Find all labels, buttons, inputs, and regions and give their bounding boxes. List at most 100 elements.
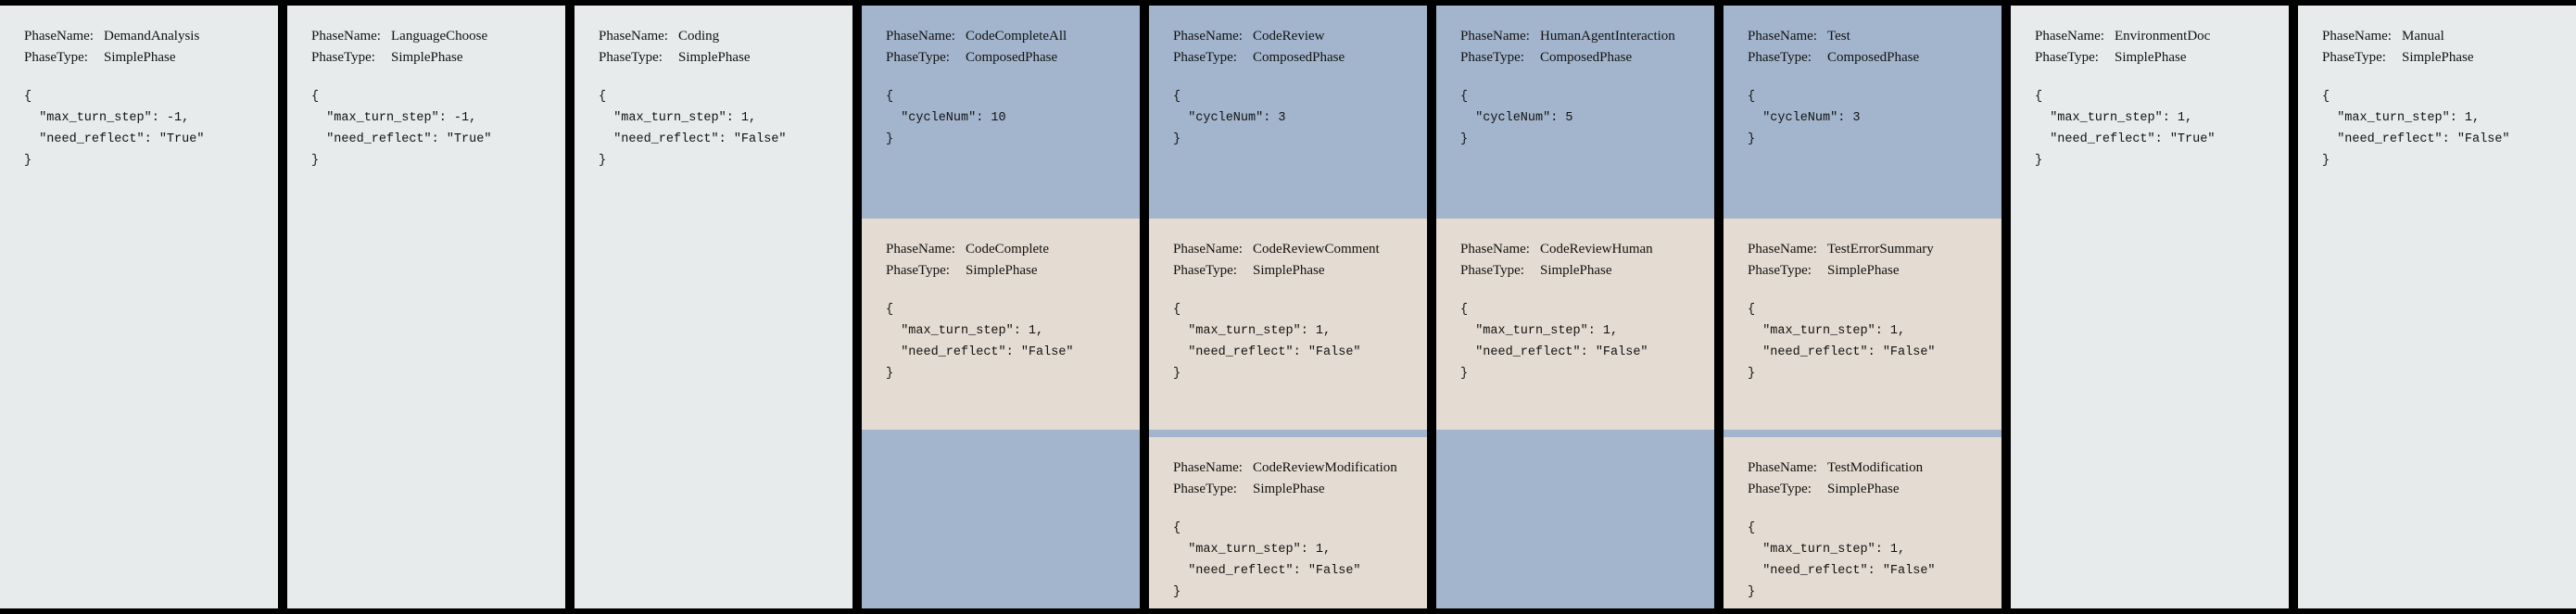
- phase-config-json: { "max_turn_step": 1, "need_reflect": "F…: [886, 302, 1074, 382]
- meta-row: PhaseType: SimplePhase: [24, 47, 254, 69]
- phase-config-json: { "cycleNum": 3 }: [1173, 89, 1286, 146]
- meta-row: PhaseType: SimplePhase: [1748, 260, 1977, 282]
- phase-name-label: PhaseName:: [1173, 29, 1243, 44]
- phase-name-value: CodeReviewComment: [1253, 242, 1380, 257]
- meta-row: PhaseName:Test: [1748, 26, 1977, 47]
- phase-name-value: CodeCompleteAll: [966, 29, 1067, 44]
- phase-config-json: { "max_turn_step": 1, "need_reflect": "F…: [1748, 520, 1936, 600]
- phase-type-label: PhaseType:: [1173, 482, 1237, 497]
- phase-type-value: SimplePhase: [966, 263, 1038, 279]
- meta-row: PhaseName: HumanAgentInteraction: [1460, 26, 1690, 47]
- phase-type-label: PhaseType:: [1460, 263, 1524, 279]
- phase-name-value: TestModification: [1827, 460, 1924, 475]
- phase-name-value: DemandAnalysis: [104, 29, 200, 44]
- meta-row: PhaseType:SimplePhase: [2322, 47, 2552, 69]
- phase-name-label: PhaseName:: [886, 242, 955, 257]
- meta-row: PhaseName:Manual: [2322, 26, 2552, 47]
- phase-name-label: PhaseName:: [1460, 29, 1530, 44]
- meta-row: PhaseName:CodeReviewComment: [1173, 239, 1403, 260]
- meta-row: PhaseName: EnvironmentDoc: [2035, 26, 2265, 47]
- phase-name-value: Manual: [2402, 29, 2444, 44]
- phase-type-value: SimplePhase: [1253, 263, 1325, 279]
- phase-type-value: SimplePhase: [104, 50, 176, 66]
- phase-name-label: PhaseName:: [1748, 242, 1817, 257]
- phase-type-label: PhaseType:: [2035, 50, 2099, 66]
- meta-row: PhaseType:SimplePhase: [1173, 479, 1403, 500]
- phase-name-label: PhaseName:: [1748, 29, 1817, 44]
- phase-name-label: PhaseName:: [2035, 29, 2104, 44]
- meta-row: PhaseName:LanguageChoose: [311, 26, 541, 47]
- phase-type-value: ComposedPhase: [1540, 50, 1633, 66]
- card-spacer: [862, 430, 1140, 608]
- phase-type-label: PhaseType:: [1748, 50, 1812, 66]
- phase-config-json: { "max_turn_step": 1, "need_reflect": "F…: [1460, 302, 1648, 382]
- card-spacer: [2011, 211, 2289, 608]
- meta-row: PhaseType: SimplePhase: [1460, 260, 1690, 282]
- phase-type-label: PhaseType:: [599, 50, 663, 66]
- meta-row: PhaseType:ComposedPhase: [1173, 47, 1403, 69]
- meta-row: PhaseType: ComposedPhase: [1748, 47, 1977, 69]
- meta-row: PhaseName: CodeReview: [1173, 26, 1403, 47]
- phase-type-value: SimplePhase: [1827, 482, 1900, 497]
- phase-name-value: CodeReviewModification: [1253, 460, 1397, 475]
- meta-row: PhaseType:SimplePhase: [886, 260, 1116, 282]
- phase-name-label: PhaseName:: [1748, 460, 1817, 475]
- phase-type-label: PhaseType:: [1460, 50, 1524, 66]
- phase-config-json: { "max_turn_step": -1, "need_reflect": "…: [24, 89, 205, 169]
- phase-type-label: PhaseType:: [1748, 263, 1812, 279]
- phase-name-value: HumanAgentInteraction: [1540, 29, 1675, 44]
- meta-row: PhaseType: SimplePhase: [599, 47, 828, 69]
- phase-type-value: ComposedPhase: [1827, 50, 1920, 66]
- phase-type-value: SimplePhase: [1540, 263, 1612, 279]
- phase-name-value: CodeReview: [1253, 29, 1325, 44]
- phase-name-value: CodeReviewHuman: [1540, 242, 1653, 257]
- phase-name-label: PhaseName:: [1460, 242, 1530, 257]
- phase-type-label: PhaseType:: [24, 50, 88, 66]
- phase-config-json: { "max_turn_step": 1, "need_reflect": "F…: [1748, 302, 1936, 382]
- phase-config-json: { "cycleNum": 10 }: [886, 89, 1006, 146]
- phase-type-value: SimplePhase: [1827, 263, 1900, 279]
- phase-type-value: SimplePhase: [2402, 50, 2474, 66]
- phase-config-json: { "max_turn_step": -1, "need_reflect": "…: [311, 89, 492, 169]
- phase-name-label: PhaseName:: [24, 29, 94, 44]
- phase-config-json: { "max_turn_step": 1, "need_reflect": "F…: [599, 89, 787, 169]
- phase-name-label: PhaseName:: [886, 29, 955, 44]
- meta-row: PhaseType:SimplePhase: [1748, 479, 1977, 500]
- phase-config-json: { "max_turn_step": 1, "need_reflect": "F…: [1173, 302, 1361, 382]
- meta-row: PhaseName:Coding: [599, 26, 828, 47]
- phase-name-value: LanguageChoose: [391, 29, 488, 44]
- meta-row: PhaseType:ComposedPhase: [886, 47, 1116, 69]
- meta-row: PhaseName:CodeReviewModification: [1173, 457, 1403, 479]
- phase-config-json: { "max_turn_step": 1, "need_reflect": "F…: [2322, 89, 2510, 169]
- phase-config-json: { "max_turn_step": 1, "need_reflect": "T…: [2035, 89, 2216, 169]
- phase-name-value: EnvironmentDoc: [2115, 29, 2211, 44]
- phase-type-value: ComposedPhase: [966, 50, 1058, 66]
- phase-type-value: SimplePhase: [678, 50, 751, 66]
- phase-config-json: { "cycleNum": 5 }: [1460, 89, 1573, 146]
- card-spacer: [1436, 430, 1714, 608]
- phase-name-value: Coding: [678, 29, 720, 44]
